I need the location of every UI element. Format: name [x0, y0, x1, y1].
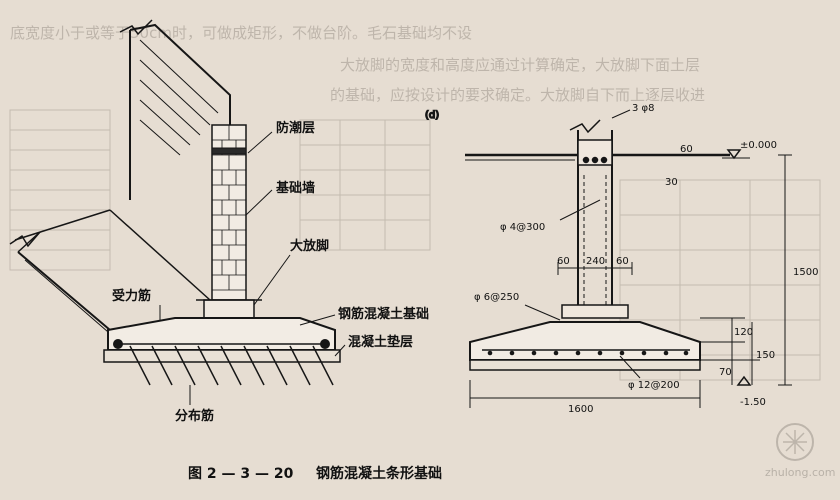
bg-text-line-2: 大放脚的宽度和高度应通过计算确定，大放脚下面土层: [340, 56, 700, 74]
sub-label: (d): [425, 110, 439, 121]
annotation-dim-60-left: 60: [557, 256, 570, 267]
annotation-elevation-bottom: -1.50: [740, 397, 766, 408]
brick-courses: [212, 125, 246, 291]
footing-step-section: [561, 304, 629, 319]
label-main-rebar: 受力筋: [112, 288, 151, 304]
bg-text-line-1: 底宽度小于或等于50cm时，可做成矩形，不做台阶。毛石基础均不设: [10, 24, 472, 42]
distribution-bars: [129, 345, 334, 386]
site-watermark: zhulong.com: [765, 423, 835, 479]
elevation-marker-top: [726, 149, 742, 160]
label-rc-foundation: 钢筋混凝土基础: [338, 306, 429, 322]
label-distribution-rebar: 分布筋: [175, 408, 214, 424]
rebar-dots: [487, 350, 689, 356]
annotation-dim-240: 240: [586, 256, 605, 267]
annotation-dim-30: 30: [665, 177, 678, 188]
concrete-bedding: [103, 349, 341, 363]
label-footing: 大放脚: [290, 238, 329, 254]
bg-text-line-3: 的基础，应按设计的要求确定。大放脚自下而上逐层收进: [330, 86, 705, 104]
label-damp-course: 防潮层: [276, 120, 315, 136]
annotation-elevation-top: ±0.000: [740, 140, 777, 151]
annotation-dim-70: 70: [719, 367, 732, 378]
rebar-hook-left: [113, 339, 123, 349]
annotation-dim-1500: 1500: [793, 267, 818, 278]
annotation-dim-1600: 1600: [568, 404, 593, 415]
damp-course-band: [211, 147, 247, 155]
annotation-dim-150: 150: [756, 350, 775, 361]
annotation-dim-60-right: 60: [616, 256, 629, 267]
label-bedding: 混凝土垫层: [348, 334, 413, 350]
figure-title: 钢筋混凝土条形基础: [316, 465, 442, 482]
bedding-section: [469, 359, 701, 371]
section-drawing: (d): [424, 109, 792, 408]
rc-foundation-section: [107, 317, 336, 351]
label-foundation-wall: 基础墙: [275, 180, 315, 196]
wall-face-hatch: [139, 39, 219, 156]
figure-number: 图 2 — 3 — 20: [188, 466, 294, 482]
annotation-distribution: φ 6@250: [474, 292, 519, 303]
rebar-hook-right: [320, 339, 330, 349]
watermark-text: zhulong.com: [765, 466, 835, 479]
annotation-main-bar: φ 12@200: [628, 380, 680, 391]
annotation-dim-60-top: 60: [680, 144, 693, 155]
annotation-dim-120: 120: [734, 327, 753, 338]
isometric-foundation-drawing: [9, 19, 346, 405]
footing-step: [203, 299, 255, 319]
annotation-stirrup: φ 4@300: [500, 222, 545, 233]
annotation-top-rebar: 3 φ8: [632, 103, 655, 114]
elevation-marker-bottom: [736, 375, 752, 386]
